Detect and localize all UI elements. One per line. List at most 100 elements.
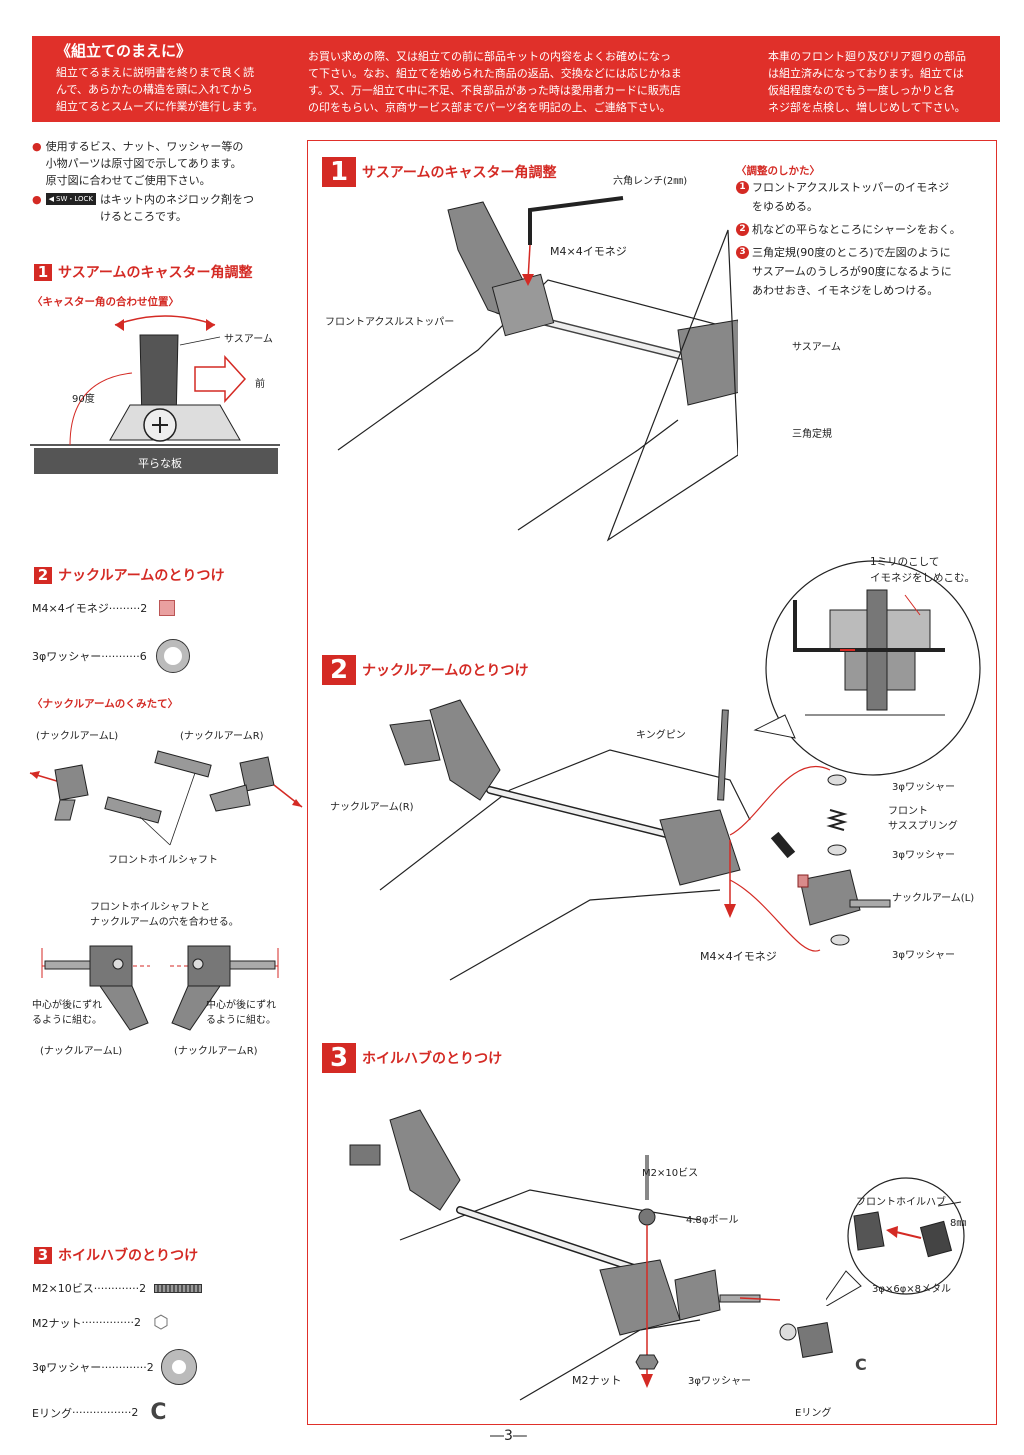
label-washer-1: 3φワッシャー [892,782,955,793]
label-bottom-knuckle-l: (ナックルアームL) [40,1046,123,1057]
caster-angle-diagram [30,315,280,474]
howto-step: 2 机などの平らなところにシャーシをおく。 [736,220,991,239]
label-knuckle-r: (ナックルアームR) [180,731,264,742]
part-row: 3φワッシャー ··········· 6 [32,639,190,673]
part-name: 3φワッシャー [32,1361,102,1374]
part-dots: ··········· [101,649,140,663]
knuckle-install-illustration [379,699,891,981]
knuckle-subtitle: 〈ナックルアームのくみたて〉 [32,698,179,710]
part-dots: ············· [101,1360,147,1374]
banner-title: 《組立てのまえに》 [56,42,192,60]
part-qty: 2 [139,1281,147,1295]
label-sus-arm: サスアーム [224,334,273,345]
label-e-ring: Eリング [795,1408,832,1419]
label-washer-2: 3φワッシャー [892,850,955,861]
part-name: Eリング [32,1406,72,1420]
part-qty: 2 [146,1360,154,1374]
washer-icon [160,1349,197,1385]
part-qty: 6 [139,649,147,663]
knuckle-offset-diagram [41,945,279,1031]
main-step1-heading: 1 サスアームのキャスター角調整 [322,157,556,187]
callout-text: 1ミリのこして イモネジをしめこむ。 [870,556,975,584]
step-bullet: 2 [736,223,749,236]
label-kingpin: キングピン [636,730,686,741]
label-metal-bushing: 3φ×6φ×8メタル [872,1284,952,1295]
label-m2-nut: M2ナット [572,1374,622,1387]
step-text: 三角定規(90度のところ)で左図のように サスアームのうしろが90度になるように… [752,246,952,297]
part-name: M2ナット [32,1316,82,1330]
caster-subtitle: 〈キャスター角の合わせ位置〉 [32,296,179,308]
banner-col2: お買い求めの際、又は組立ての前に部品キットの内容をよくお確めになっ て下さい。な… [308,50,682,114]
step-text: 机などの平らなところにシャーシをおく。 [752,223,961,236]
label-offset-r: 中心が後にずれ るように組む。 [206,1000,277,1026]
hex-nut-icon: ⬡ [152,1312,169,1333]
label-knuckle-l: (ナックルアームL) [36,731,119,742]
step-number: 3 [322,1043,356,1073]
step-title: ナックルアームのとりつけ [58,568,225,584]
left-step3-heading: 3 ホイルハブのとりつけ [34,1245,198,1265]
svg-text:C: C [855,1355,867,1374]
howto-step: 1 フロントアクスルストッパーのイモネジ をゆるめる。 [736,178,991,216]
label-dimension: 8㎜ [950,1218,967,1229]
label-washer-3: 3φワッシャー [892,950,955,961]
knuckle-assembly-diagram [29,750,303,846]
howto-steps: 1 フロントアクスルストッパーのイモネジ をゆるめる。 2 机などの平らなところ… [736,178,991,300]
label-washer: 3φワッシャー [688,1376,751,1387]
step-bullet: 1 [736,181,749,194]
left-step2-heading: 2 ナックルアームのとりつけ [34,565,224,585]
intro-banner: 《組立てのまえに》 組立てるまえに説明書を終りまで良く読 んで、あらかたの構造を… [32,36,1000,122]
step-title: ホイルハブのとりつけ [362,1051,503,1067]
bullet-icon: ● [32,140,42,153]
label-m4-screw: M4×4イモネジ [550,245,627,258]
banner-col1: 組立てるまえに説明書を終りまで良く読 んで、あらかたの構造を頭に入れてから 組立… [56,66,264,113]
part-dots: ········· [108,601,141,615]
part-name: M2×10ビス [32,1282,94,1295]
howto-step: 3 三角定規(90度のところ)で左図のように サスアームのうしろが90度になるよ… [736,243,991,300]
main-step3-heading: 3 ホイルハブのとりつけ [322,1043,502,1073]
part-qty: 2 [131,1406,139,1419]
washer-icon [155,639,190,673]
part-dots: ············· [93,1281,140,1295]
label-front-spring: フロント サススプリング [888,806,958,832]
step-number: 1 [322,157,356,187]
hub-detail-callout [826,1177,965,1306]
step-number: 2 [34,566,52,584]
arrow-icon: ◀ [48,194,54,203]
step-number: 2 [322,655,356,685]
set-screw-icon [159,600,176,616]
label-knuckle-r: ナックルアーム(R) [330,802,414,813]
label-triangle: 三角定規 [792,429,832,440]
label-knuckle-l: ナックルアーム(L) [892,893,975,904]
main-frame [307,140,997,1425]
note-1: 使用するビス、ナット、ワッシャー等の 小物パーツは原寸図で示してあります。 原寸… [45,140,244,187]
label-axle-stopper: フロントアクスルストッパー [325,317,455,328]
step-number: 1 [34,263,52,281]
label-bottom-knuckle-r: (ナックルアームR) [174,1046,258,1057]
part-name: M4×4イモネジ [32,602,109,615]
label-front-wheel-hub: フロントホイルハブ [856,1197,946,1208]
label-front: 前 [255,379,265,390]
main-step2-heading: 2 ナックルアームのとりつけ [322,655,528,685]
part-row: M2×10ビス ············· 2 [32,1280,203,1296]
part-row: M4×4イモネジ ········· 2 [32,600,176,616]
part-dots: ··············· [81,1316,134,1329]
part-dots: ················· [71,1406,132,1419]
howto-box: 〈調整のしかた〉 1 フロントアクスルストッパーのイモネジ をゆるめる。 2 机… [736,163,991,300]
label-front-wheel-shaft: フロントホイルシャフト [108,855,218,866]
step-number: 3 [34,1246,52,1264]
step-title: ホイルハブのとりつけ [58,1248,199,1264]
e-ring-icon: C [150,1400,167,1425]
label-sus-arm: サスアーム [792,342,841,353]
label-flat-board: 平らな板 [138,457,182,470]
note-2: はキット内のネジロック剤をつ けるところです。 [100,193,255,223]
label-hex-wrench: 六角レンチ(2㎜) [613,176,688,187]
part-row: 3φワッシャー ············· 2 [32,1349,197,1385]
howto-title: 〈調整のしかた〉 [736,165,820,177]
part-name: 3φワッシャー [32,650,102,663]
notes: ● 使用するビス、ナット、ワッシャー等の 小物パーツは原寸図で示してあります。 … [32,138,292,225]
step-title: ナックルアームのとりつけ [362,663,529,679]
step-text: フロントアクスルストッパーのイモネジ をゆるめる。 [752,181,950,213]
label-align-holes: フロントホイルシャフトと ナックルアームの穴を合わせる。 [90,902,239,928]
part-row: M2ナット ··············· 2 ⬡ [32,1312,169,1333]
label-ball: 4.8φボール [686,1215,739,1226]
